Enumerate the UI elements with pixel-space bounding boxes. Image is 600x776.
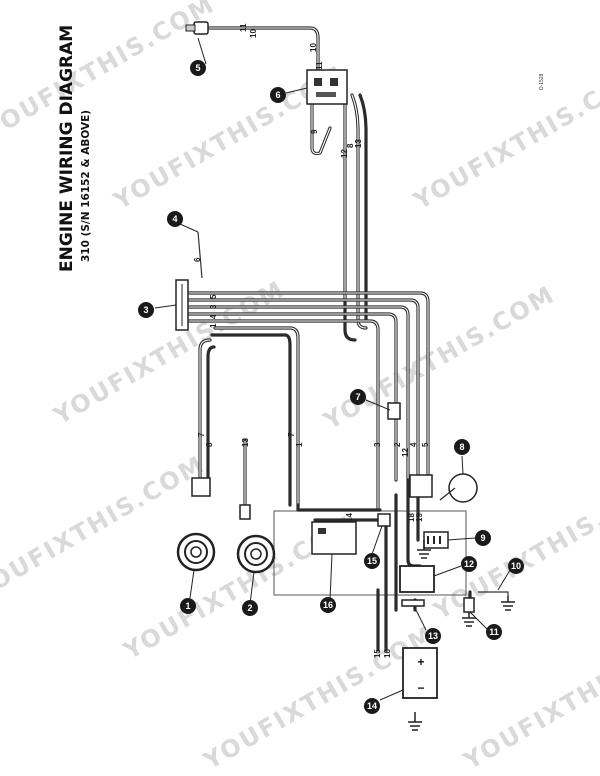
wire-label: 5 [209,294,218,299]
ground-symbol [501,596,515,611]
wire-label: 12 [401,448,410,457]
harness-connector [175,279,189,331]
watermark: YOUFIXTHIS.COM [318,280,560,436]
rectifier [311,521,357,555]
gauge [448,473,478,503]
watermark: YOUFIXTHIS.COM [458,620,600,776]
battery: + − [402,647,438,699]
fuse [387,402,401,420]
wire-label: 14 [345,513,354,522]
magneto-coil-2 [236,534,276,574]
wire-label: 13 [354,139,363,148]
wire-label: 3 [209,304,218,309]
svg-text:5: 5 [195,63,200,73]
svg-text:9: 9 [480,533,485,543]
watermark: YOUFIXTHIS.COM [48,275,290,431]
callout-9: 9 [475,530,491,546]
svg-text:7: 7 [355,392,360,402]
wire-label: 15 [373,649,382,658]
wire-label: 19 [415,513,424,522]
wire-label: 3 [373,442,382,447]
wire-label: 6 [193,257,202,262]
wire-label: 7 [287,432,296,437]
watermark: YOUFIXTHIS.COM [0,0,220,146]
battery-negative: − [417,681,424,695]
magneto-coil-1 [176,532,216,572]
inline-connector [409,474,433,498]
callout-1: 1 [180,598,196,614]
svg-text:16: 16 [323,600,333,610]
inline-connector [239,504,251,520]
watermark: YOUFIXTHIS.COM [0,450,210,606]
callout-10: 10 [508,558,524,574]
svg-text:11: 11 [489,627,499,637]
callout-15: 15 [364,553,380,569]
watermark: YOUFIXTHIS.COM [408,60,600,216]
wire-label: 12 [340,149,349,158]
callout-16: 16 [320,597,336,613]
ground-symbol [408,712,422,731]
callout-6: 6 [270,87,286,103]
diagram-subtitle: 310 (S/N 16152 & ABOVE) [80,110,92,262]
wire-label: 18 [407,513,416,522]
lead-6 [197,231,203,279]
inline-connector [191,477,211,497]
callout-7: 7 [350,389,366,405]
callout-11: 11 [486,624,502,640]
wire-label: 10 [249,29,258,38]
wire-10 [478,591,509,596]
wire-label: 1 [295,442,304,447]
svg-text:1: 1 [185,601,190,611]
wire-label: 4 [209,314,218,319]
wire-label: 8 [346,143,355,148]
svg-text:13: 13 [428,631,438,641]
wire-label: 7 [197,432,206,437]
drawing-code: D-1528 [539,73,545,90]
svg-text:6: 6 [275,90,280,100]
diagram-title: ENGINE WIRING DIAGRAM [57,25,77,272]
callout-14: 14 [364,698,380,714]
svg-text:15: 15 [367,556,377,566]
callout-4: 4 [167,211,183,227]
wire-label: 4 [409,442,418,447]
wire-label: 10 [309,43,318,52]
starter-lead [401,599,425,607]
wire-label: 11 [239,23,248,32]
spark-plug-lead [185,21,209,35]
callout-13: 13 [425,628,441,644]
svg-text:4: 4 [172,214,177,224]
wire-label: 16 [383,649,392,658]
callout-5: 5 [190,60,206,76]
svg-text:2: 2 [247,603,252,613]
svg-text:10: 10 [511,561,521,571]
wire-label: 1 [209,323,218,328]
wire-label: 9 [310,129,319,134]
wire-label: 11 [315,61,324,70]
wire-labels: 11 10 10 11 9 12 8 13 6 5 3 4 1 7 8 13 7… [193,23,430,658]
wire-label: 13 [241,438,250,447]
callout-3: 3 [138,302,154,318]
wire-label: 2 [393,442,402,447]
ground-symbol [417,540,431,559]
svg-text:3: 3 [143,305,148,315]
battery-positive: + [417,655,424,669]
callout-12: 12 [461,556,477,572]
svg-text:12: 12 [464,559,474,569]
oil-pressure-switch [463,597,475,613]
voltage-regulator [306,69,348,105]
terminal-block [377,513,391,527]
wire-label: 5 [421,442,430,447]
callout-2: 2 [242,600,258,616]
callout-8: 8 [454,439,470,455]
ground-symbol [462,612,476,627]
svg-text:8: 8 [459,442,464,452]
wire-label: 8 [205,442,214,447]
starter-solenoid [399,565,435,593]
svg-text:14: 14 [367,701,377,711]
